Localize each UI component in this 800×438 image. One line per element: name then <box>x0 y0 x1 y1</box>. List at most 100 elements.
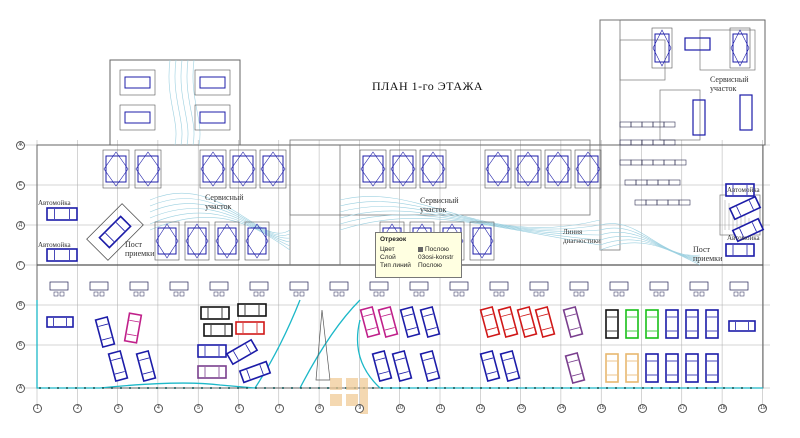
column-dot <box>165 387 167 389</box>
column-dot <box>399 387 401 389</box>
chair <box>293 291 299 297</box>
column-dot <box>219 387 221 389</box>
car-body <box>645 353 659 383</box>
column-dot <box>390 387 392 389</box>
car-rear-window <box>366 327 377 331</box>
row-axis-marker: В <box>16 301 25 310</box>
column-dot <box>66 387 68 389</box>
traffic-curve <box>149 208 291 243</box>
column-dot <box>732 387 734 389</box>
chair <box>133 291 139 297</box>
column-axis-marker: 14 <box>556 404 566 413</box>
column-dot <box>120 387 122 389</box>
column-dot <box>741 387 743 389</box>
chair <box>53 291 59 297</box>
car-rear-window <box>426 371 437 375</box>
column-dot <box>615 387 617 389</box>
row-axis-marker: Б <box>16 341 25 350</box>
parked-car <box>645 309 659 339</box>
column-axis-marker: 18 <box>718 404 728 413</box>
row-axis-marker: Д <box>16 221 25 230</box>
traffic-curve <box>149 193 291 234</box>
column-dot <box>480 387 482 389</box>
column-axis-marker: 7 <box>274 404 284 413</box>
label-reception-post-right: Пост приемки <box>693 245 723 263</box>
chair <box>339 291 345 297</box>
lift-diamond <box>730 29 750 67</box>
car-rear-window <box>736 206 742 216</box>
car-windshield <box>503 357 514 361</box>
shelf <box>663 139 676 146</box>
service-lift <box>134 149 162 189</box>
column-dot <box>381 387 383 389</box>
lift-diamond <box>260 151 286 187</box>
chair <box>333 291 339 297</box>
shelf <box>652 139 665 146</box>
lift-diamond <box>215 223 239 259</box>
car-body <box>377 305 399 339</box>
car-on-lift <box>124 76 151 89</box>
car-body <box>94 315 116 349</box>
car-on-lift <box>199 76 226 89</box>
car-on-lift <box>124 111 151 124</box>
car-windshield <box>129 319 140 323</box>
car-on-lift <box>654 33 670 63</box>
watermark-block <box>330 394 342 406</box>
car-body <box>562 305 584 339</box>
chair <box>613 291 619 297</box>
parked-car <box>497 305 519 339</box>
chair <box>459 291 465 297</box>
tooltip-key: Тип линий <box>380 262 411 269</box>
car-windshield <box>363 313 374 317</box>
parked-car <box>235 321 265 335</box>
shelf <box>641 159 654 166</box>
parked-car <box>200 306 230 320</box>
shelf <box>630 121 643 128</box>
desk <box>569 281 589 291</box>
parked-car <box>516 305 538 339</box>
service-lift <box>359 149 387 189</box>
car-rear-window <box>114 371 125 375</box>
column-dot <box>453 387 455 389</box>
parked-car <box>605 353 619 383</box>
chair <box>173 291 179 297</box>
car-on-lift <box>517 155 539 183</box>
parked-car <box>605 309 619 339</box>
car-on-lift <box>577 155 599 183</box>
traffic-curve <box>149 212 291 247</box>
desk <box>129 281 149 291</box>
shelf <box>619 159 632 166</box>
service-lift <box>199 149 227 189</box>
traffic-curve <box>180 59 189 146</box>
car-windshield <box>423 313 434 317</box>
car-body <box>731 217 765 243</box>
desk <box>649 281 669 291</box>
column-dot <box>183 387 185 389</box>
column-dot <box>723 387 725 389</box>
car <box>692 99 706 136</box>
column-dot <box>201 387 203 389</box>
car-windshield <box>751 222 757 232</box>
column-dot <box>498 387 500 389</box>
lift-diamond <box>390 151 416 187</box>
column-dot <box>255 387 257 389</box>
lift-diamond <box>155 223 179 259</box>
car-body <box>564 351 586 385</box>
chair <box>253 291 259 297</box>
car-on-lift <box>137 155 159 183</box>
traffic-curve <box>599 242 701 266</box>
column-axis-marker: 2 <box>73 404 83 413</box>
car-windshield <box>483 313 494 317</box>
car-wash-vehicle <box>46 207 78 221</box>
column-dot <box>147 387 149 389</box>
row-axis-marker: Г <box>16 261 25 270</box>
car-windshield <box>245 343 251 354</box>
row-axis-marker: А <box>16 384 25 393</box>
label-service-area-left: Сервисный участок <box>205 193 244 211</box>
column-axis-marker: 4 <box>153 404 163 413</box>
car-body <box>728 320 756 332</box>
